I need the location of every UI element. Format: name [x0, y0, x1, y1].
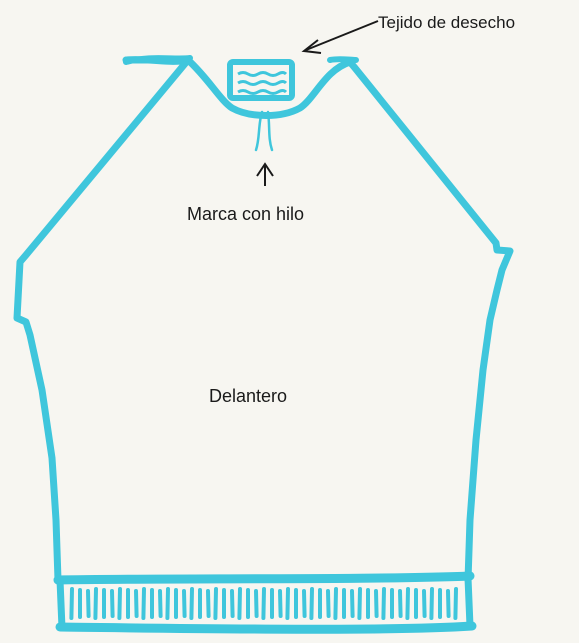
rib-stitch — [182, 589, 187, 618]
rib-stitch — [165, 587, 170, 620]
thread-marker — [254, 110, 274, 152]
rib-stitch — [117, 587, 122, 620]
waste-yarn-label: Tejido de desecho — [378, 13, 515, 32]
thread-marker-arrow — [256, 162, 274, 186]
rib-stitch — [237, 587, 242, 620]
sweater-front-outline — [13, 56, 514, 584]
rib-stitch — [429, 587, 434, 620]
thread-marker-label: Marca con hilo — [187, 204, 304, 224]
rib-stitch — [158, 589, 163, 618]
rib-stitch — [350, 589, 355, 618]
rib-stitch — [285, 587, 290, 620]
rib-stitch — [110, 589, 115, 618]
rib-stitch — [453, 587, 458, 620]
rib-stitch — [189, 587, 194, 620]
rib-stitch — [230, 589, 235, 618]
rib-stitch — [357, 587, 362, 620]
rib-stitch — [278, 589, 283, 618]
left-shoulder-tip — [123, 55, 193, 65]
rib-stitch — [302, 589, 307, 618]
front-label: Delantero — [209, 386, 287, 406]
rib-stitch — [86, 589, 91, 618]
rib-stitch — [93, 587, 98, 620]
waste-yarn-block — [227, 59, 295, 101]
rib-stitch — [422, 589, 427, 618]
rib-stitch — [326, 589, 331, 618]
rib-stitch — [206, 589, 211, 618]
right-shoulder-tip — [327, 56, 359, 63]
rib-stitch — [261, 587, 266, 620]
rib-stitch — [405, 587, 410, 620]
rib-stitch — [374, 589, 379, 618]
rib-stitch — [141, 587, 146, 620]
rib-stitch — [254, 589, 259, 618]
rib-stitch — [398, 589, 403, 618]
ribbing-band — [53, 571, 477, 634]
waste-yarn-arrow — [301, 20, 379, 54]
rib-stitch — [309, 587, 314, 620]
rib-stitch — [134, 589, 139, 618]
rib-stitch — [213, 587, 218, 620]
rib-stitch — [69, 587, 74, 620]
rib-stitch — [333, 587, 338, 620]
rib-stitch — [381, 587, 386, 620]
rib-stitch — [446, 589, 451, 618]
